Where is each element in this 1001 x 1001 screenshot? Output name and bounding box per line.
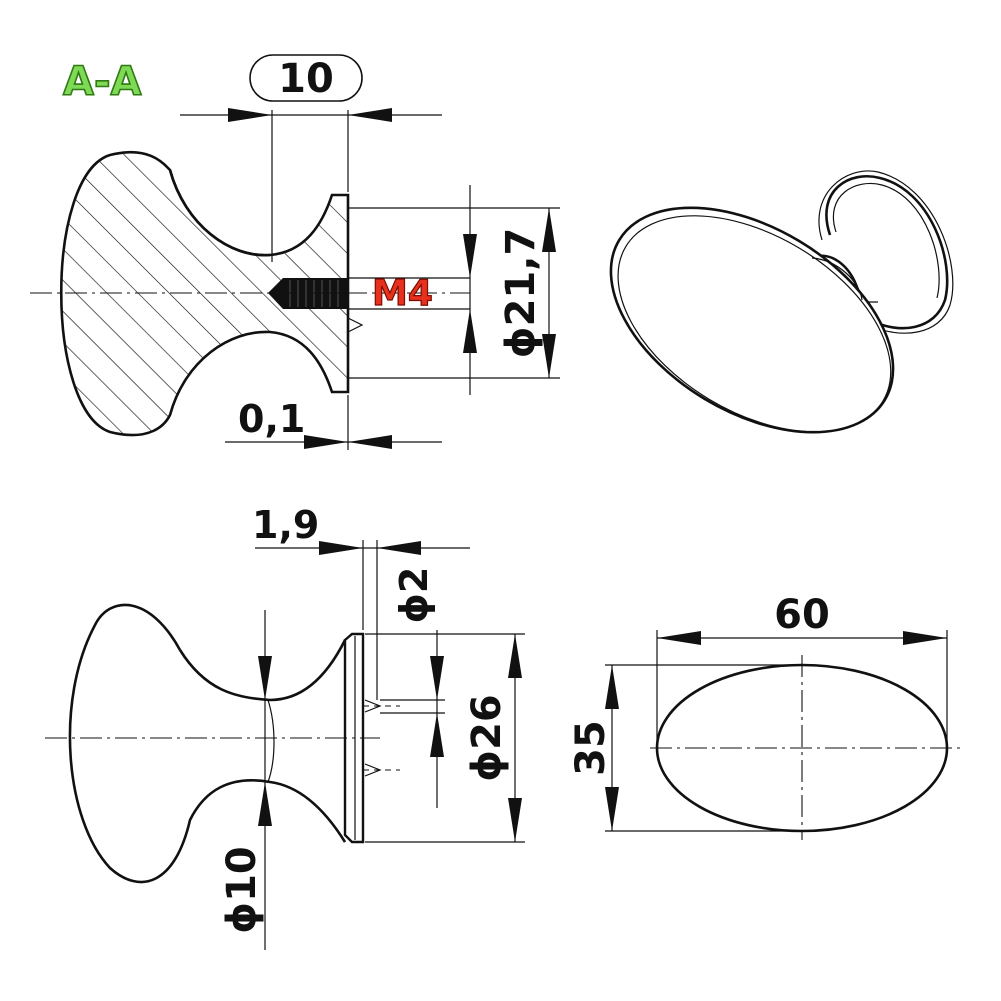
section-view: A-A 10 0,1 [30, 54, 560, 450]
side-view: 1,9 ϕ2 ϕ26 ϕ10 [45, 503, 525, 950]
dim-pin-diameter: ϕ2 [392, 567, 436, 624]
dim-base-diameter: ϕ26 [464, 694, 510, 782]
dim-section-diameter: ϕ21,7 [498, 228, 544, 359]
dim-section-depth: 10 [278, 56, 334, 102]
iso-head [609, 206, 895, 434]
front-view: 60 35 [568, 592, 960, 840]
dim-side-offset: 1,9 [252, 503, 319, 547]
side-head [68, 603, 347, 884]
dim-head-length: 60 [774, 592, 830, 638]
section-label: A-A [63, 59, 142, 105]
iso-base-disc [825, 175, 949, 330]
thread-hole [268, 278, 348, 309]
dim-section-gap: 0,1 [238, 397, 305, 441]
dim-neck-diameter: ϕ10 [219, 846, 265, 934]
thread-label: M4 [372, 273, 433, 314]
isometric-view [609, 170, 954, 434]
dim-head-width: 35 [568, 720, 614, 776]
